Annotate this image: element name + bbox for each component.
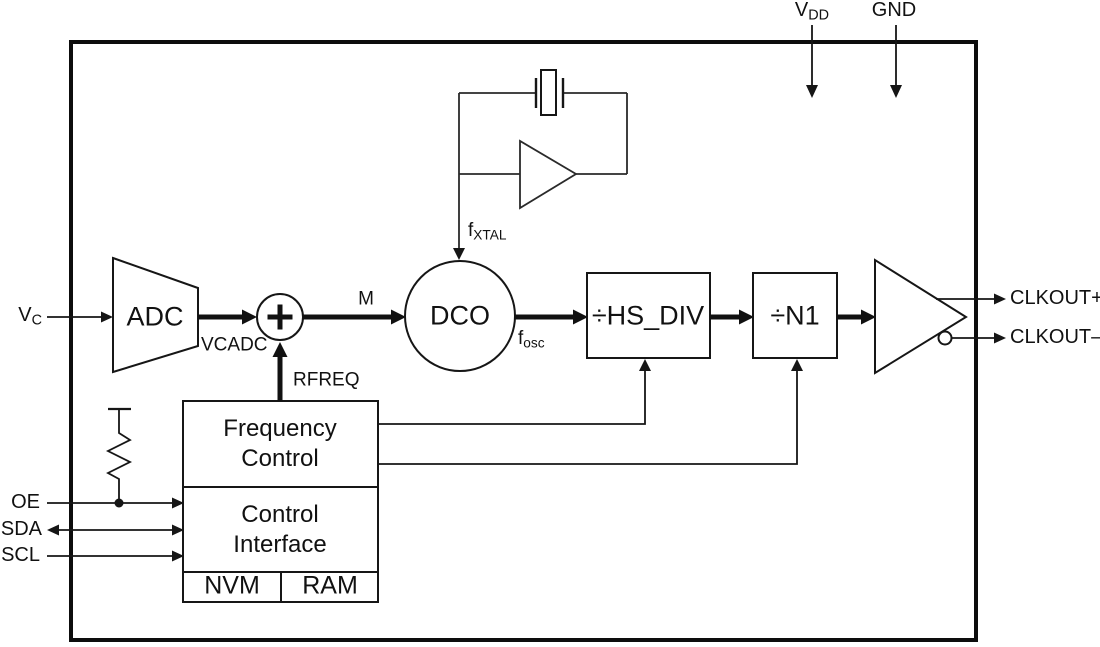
oe-port-label: OE: [11, 491, 40, 514]
rfreq-signal-label: RFREQ: [293, 369, 360, 391]
clkout-minus-port-label: CLKOUT–: [1010, 326, 1100, 349]
vc-port-label: VC: [18, 304, 42, 329]
frequency-control-label: Frequency Control: [223, 415, 337, 472]
hsdiv-out-arrowhead-icon: [739, 309, 754, 325]
adc-block-label: ADC: [126, 301, 184, 332]
n1-control-arrowhead-icon: [791, 359, 803, 371]
sda-arrowhead-right-icon: [172, 524, 184, 536]
nvm-label: NVM: [204, 571, 260, 600]
m-arrowhead-icon: [391, 309, 406, 325]
fosc-arrowhead-icon: [573, 309, 588, 325]
xtal-amplifier-shape: [519, 139, 578, 210]
clkout-plus-port-label: CLKOUT+: [1010, 287, 1100, 310]
vc-arrowhead-icon: [101, 311, 113, 323]
gnd-arrowhead-icon: [890, 85, 902, 98]
frequency-control-block: [182, 400, 379, 488]
fxtal-arrowhead-icon: [453, 248, 465, 260]
n1-block-label: ÷N1: [770, 300, 820, 331]
sda-port-label: SDA: [0, 518, 42, 541]
output-buffer-shape: [874, 258, 968, 375]
gnd-port-label: GND: [871, 0, 917, 22]
clkout-p-arrowhead-icon: [994, 293, 1006, 305]
hsdiv-block-label: ÷HS_DIV: [591, 300, 705, 331]
chip-boundary: [69, 40, 978, 642]
fxtal-signal-label: fXTAL: [468, 219, 507, 243]
adc-block-shape: [112, 256, 199, 374]
ram-label: RAM: [302, 571, 358, 600]
vdd-arrowhead-icon: [806, 85, 818, 98]
fosc-signal-label: fosc: [518, 327, 545, 351]
dco-block-label: DCO: [430, 300, 490, 331]
hsdiv-block-shape: [586, 272, 711, 359]
adc-out-arrowhead-icon: [242, 309, 257, 325]
scl-port-label: SCL: [1, 544, 40, 567]
vdd-port-label: VDD: [794, 0, 830, 24]
hsdiv-control-wire: [378, 371, 646, 425]
n1-block-shape: [752, 272, 838, 359]
inversion-bubble-icon: [937, 330, 953, 346]
hsdiv-control-arrowhead-icon: [639, 359, 651, 371]
oe-junction-dot: [114, 498, 124, 508]
crystal-loop-wires: [458, 92, 628, 248]
oe-arrowhead-icon: [172, 497, 184, 509]
clkout-n-arrowhead-icon: [994, 332, 1006, 344]
control-interface-label: Control Interface: [233, 501, 327, 558]
m-signal-label: M: [358, 288, 374, 310]
supply-wires: [811, 25, 897, 86]
n1-control-wire: [378, 371, 798, 465]
control-interface-block: [182, 486, 379, 573]
crystal-icon: [540, 69, 557, 116]
vcadc-signal-label: VCADC: [201, 334, 268, 356]
rfreq-arrowhead-icon: [272, 342, 288, 357]
scl-arrowhead-icon: [172, 550, 184, 562]
resistor-icon: [105, 409, 133, 503]
n1-out-arrowhead-icon: [861, 309, 876, 325]
sda-arrowhead-left-icon: [47, 524, 59, 536]
